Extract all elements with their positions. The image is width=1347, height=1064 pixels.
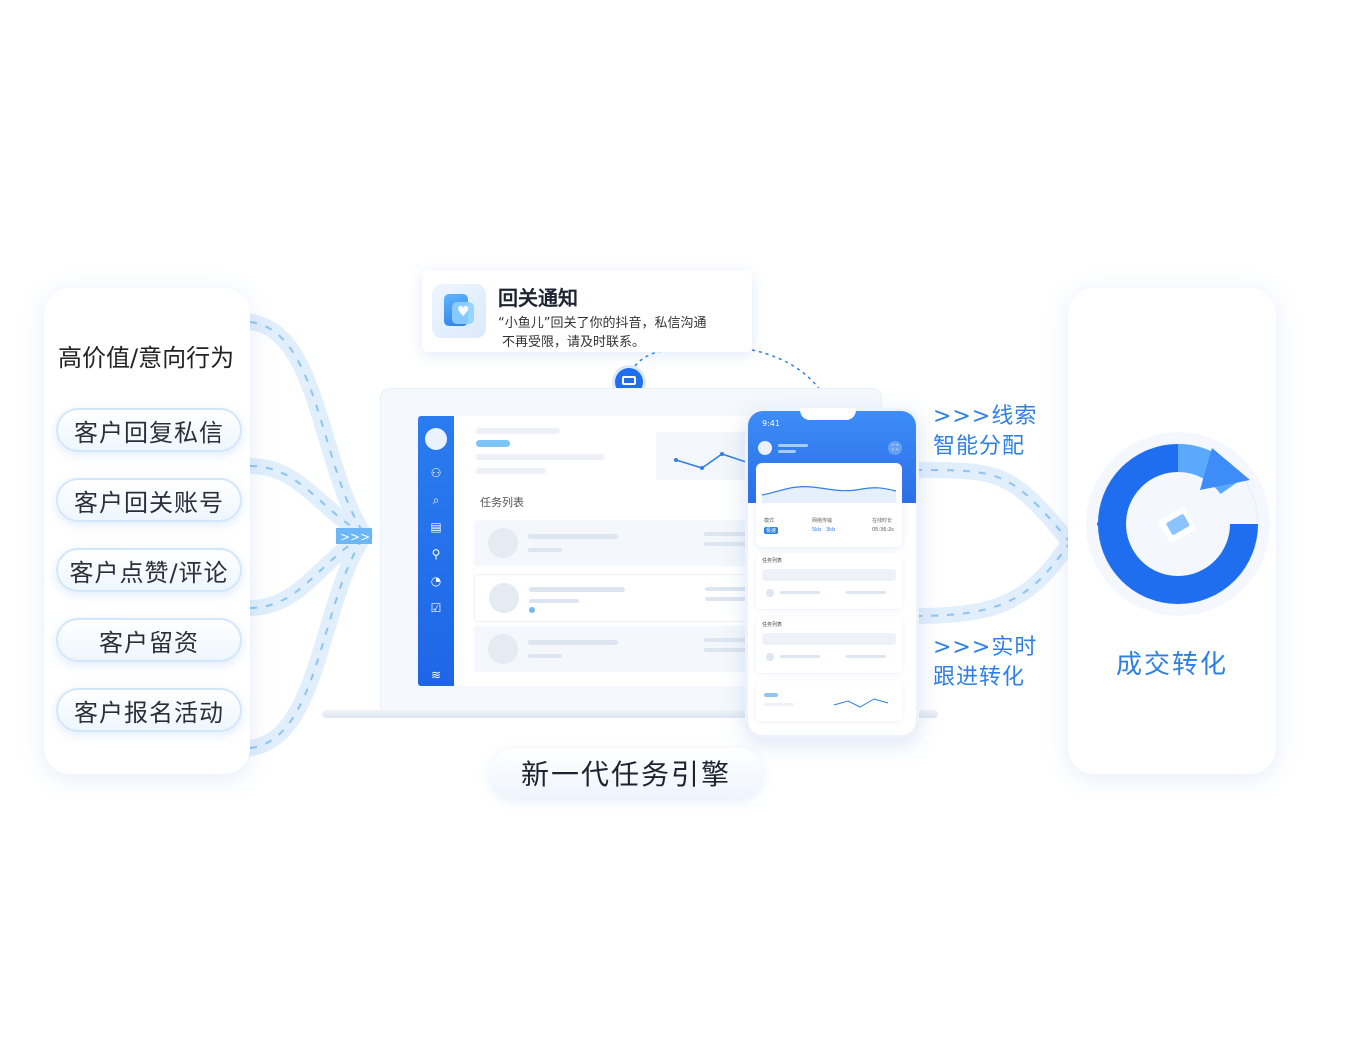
task-list-label: 任务列表 — [480, 496, 524, 509]
flow-icon: ⚲ — [431, 547, 441, 561]
search-icon: ⌕ — [432, 493, 440, 507]
document-icon: ▤ — [430, 520, 442, 534]
phone-task-section: 任务列表 — [756, 617, 902, 673]
behavior-item-reply: 客户回复私信 — [56, 408, 242, 452]
conversion-label: 成交转化 — [1115, 650, 1228, 680]
flow-label-line1: 实时 — [991, 635, 1038, 660]
dashboard-screen: ⚇ ⌕ ▤ ⚲ ◔ ☑ ≋ 任务列表 — [418, 416, 762, 686]
behavior-item-follow-back: 客户回关账号 — [56, 478, 242, 522]
follow-notification-card: ♥ 回关通知 “小鱼儿”回关了你的抖音，私信沟通 不再受限，请及时联系。 — [422, 270, 752, 352]
phone-stats-card: 模式 极速 网络传输 5kb 3kb 在线时长 05:36:2s — [756, 463, 902, 547]
list-item — [474, 626, 756, 672]
users-icon: ⚇ — [430, 466, 442, 480]
phone-frame: 9:41 ⛶ 模式 极速 网络传输 5kb 3kb 在线时长 05:36:2s … — [745, 408, 919, 738]
flow-label-followup: >>>实时 跟进转化 — [933, 633, 1037, 693]
list-item — [474, 520, 756, 566]
net-up: 5kb — [812, 527, 822, 533]
checklist-icon: ☑ — [430, 601, 442, 615]
chat-icon: ◔ — [430, 574, 442, 588]
net-down: 3kb — [826, 527, 836, 533]
avatar — [425, 428, 447, 450]
notification-line2: 不再受限，请及时联系。 — [502, 335, 646, 350]
scan-icon[interactable]: ⛶ — [888, 441, 902, 455]
phone-section-title: 任务列表 — [762, 622, 783, 628]
flow-label-line2: 智能分配 — [933, 434, 1026, 459]
list-item — [474, 574, 758, 622]
flow-arrows: >>> — [933, 404, 992, 429]
conversion-panel: 成交转化 — [1068, 288, 1276, 774]
notification-title: 回关通知 — [498, 286, 578, 310]
task-engine-label: 新一代任务引擎 — [490, 748, 762, 798]
behavior-panel: 高价值/意向行为 客户回复私信 客户回关账号 客户点赞/评论 客户留资 客户报名… — [44, 288, 250, 774]
online-label: 在线时长 — [872, 518, 893, 524]
flow-label-lead-assign: >>>线索 智能分配 — [933, 402, 1037, 462]
mini-chart — [656, 432, 752, 480]
phone-time: 9:41 — [762, 419, 780, 428]
svg-text:>>>: >>> — [340, 530, 370, 544]
flow-label-line1: 线索 — [991, 404, 1038, 429]
phone-notch — [800, 408, 856, 420]
behavior-item-like-comment: 客户点赞/评论 — [56, 548, 242, 592]
heart-card-icon: ♥ — [432, 284, 486, 338]
laptop-base — [322, 710, 938, 718]
mode-label: 模式 — [764, 518, 775, 524]
phone-chart-card — [756, 681, 902, 721]
behavior-item-leave-info: 客户留资 — [56, 618, 242, 662]
conversion-icon — [1086, 432, 1270, 616]
task-engine-text: 新一代任务引擎 — [520, 758, 731, 791]
mode-value: 极速 — [764, 527, 779, 534]
notification-line1: “小鱼儿”回关了你的抖音，私信沟通 — [498, 316, 707, 331]
phone-avatar — [758, 441, 772, 455]
phone-section-title: 任务列表 — [762, 558, 783, 564]
dashboard-sidebar: ⚇ ⌕ ▤ ⚲ ◔ ☑ ≋ — [418, 416, 454, 686]
network-label: 网络传输 — [812, 518, 833, 524]
phone-task-section: 任务列表 — [756, 553, 902, 609]
online-value: 05:36:2s — [872, 527, 894, 533]
behavior-panel-title: 高价值/意向行为 — [58, 344, 235, 372]
layers-icon: ≋ — [430, 668, 442, 682]
behavior-item-signup: 客户报名活动 — [56, 688, 242, 732]
flow-label-line2: 跟进转化 — [933, 665, 1026, 690]
flow-arrows: >>> — [933, 635, 992, 660]
